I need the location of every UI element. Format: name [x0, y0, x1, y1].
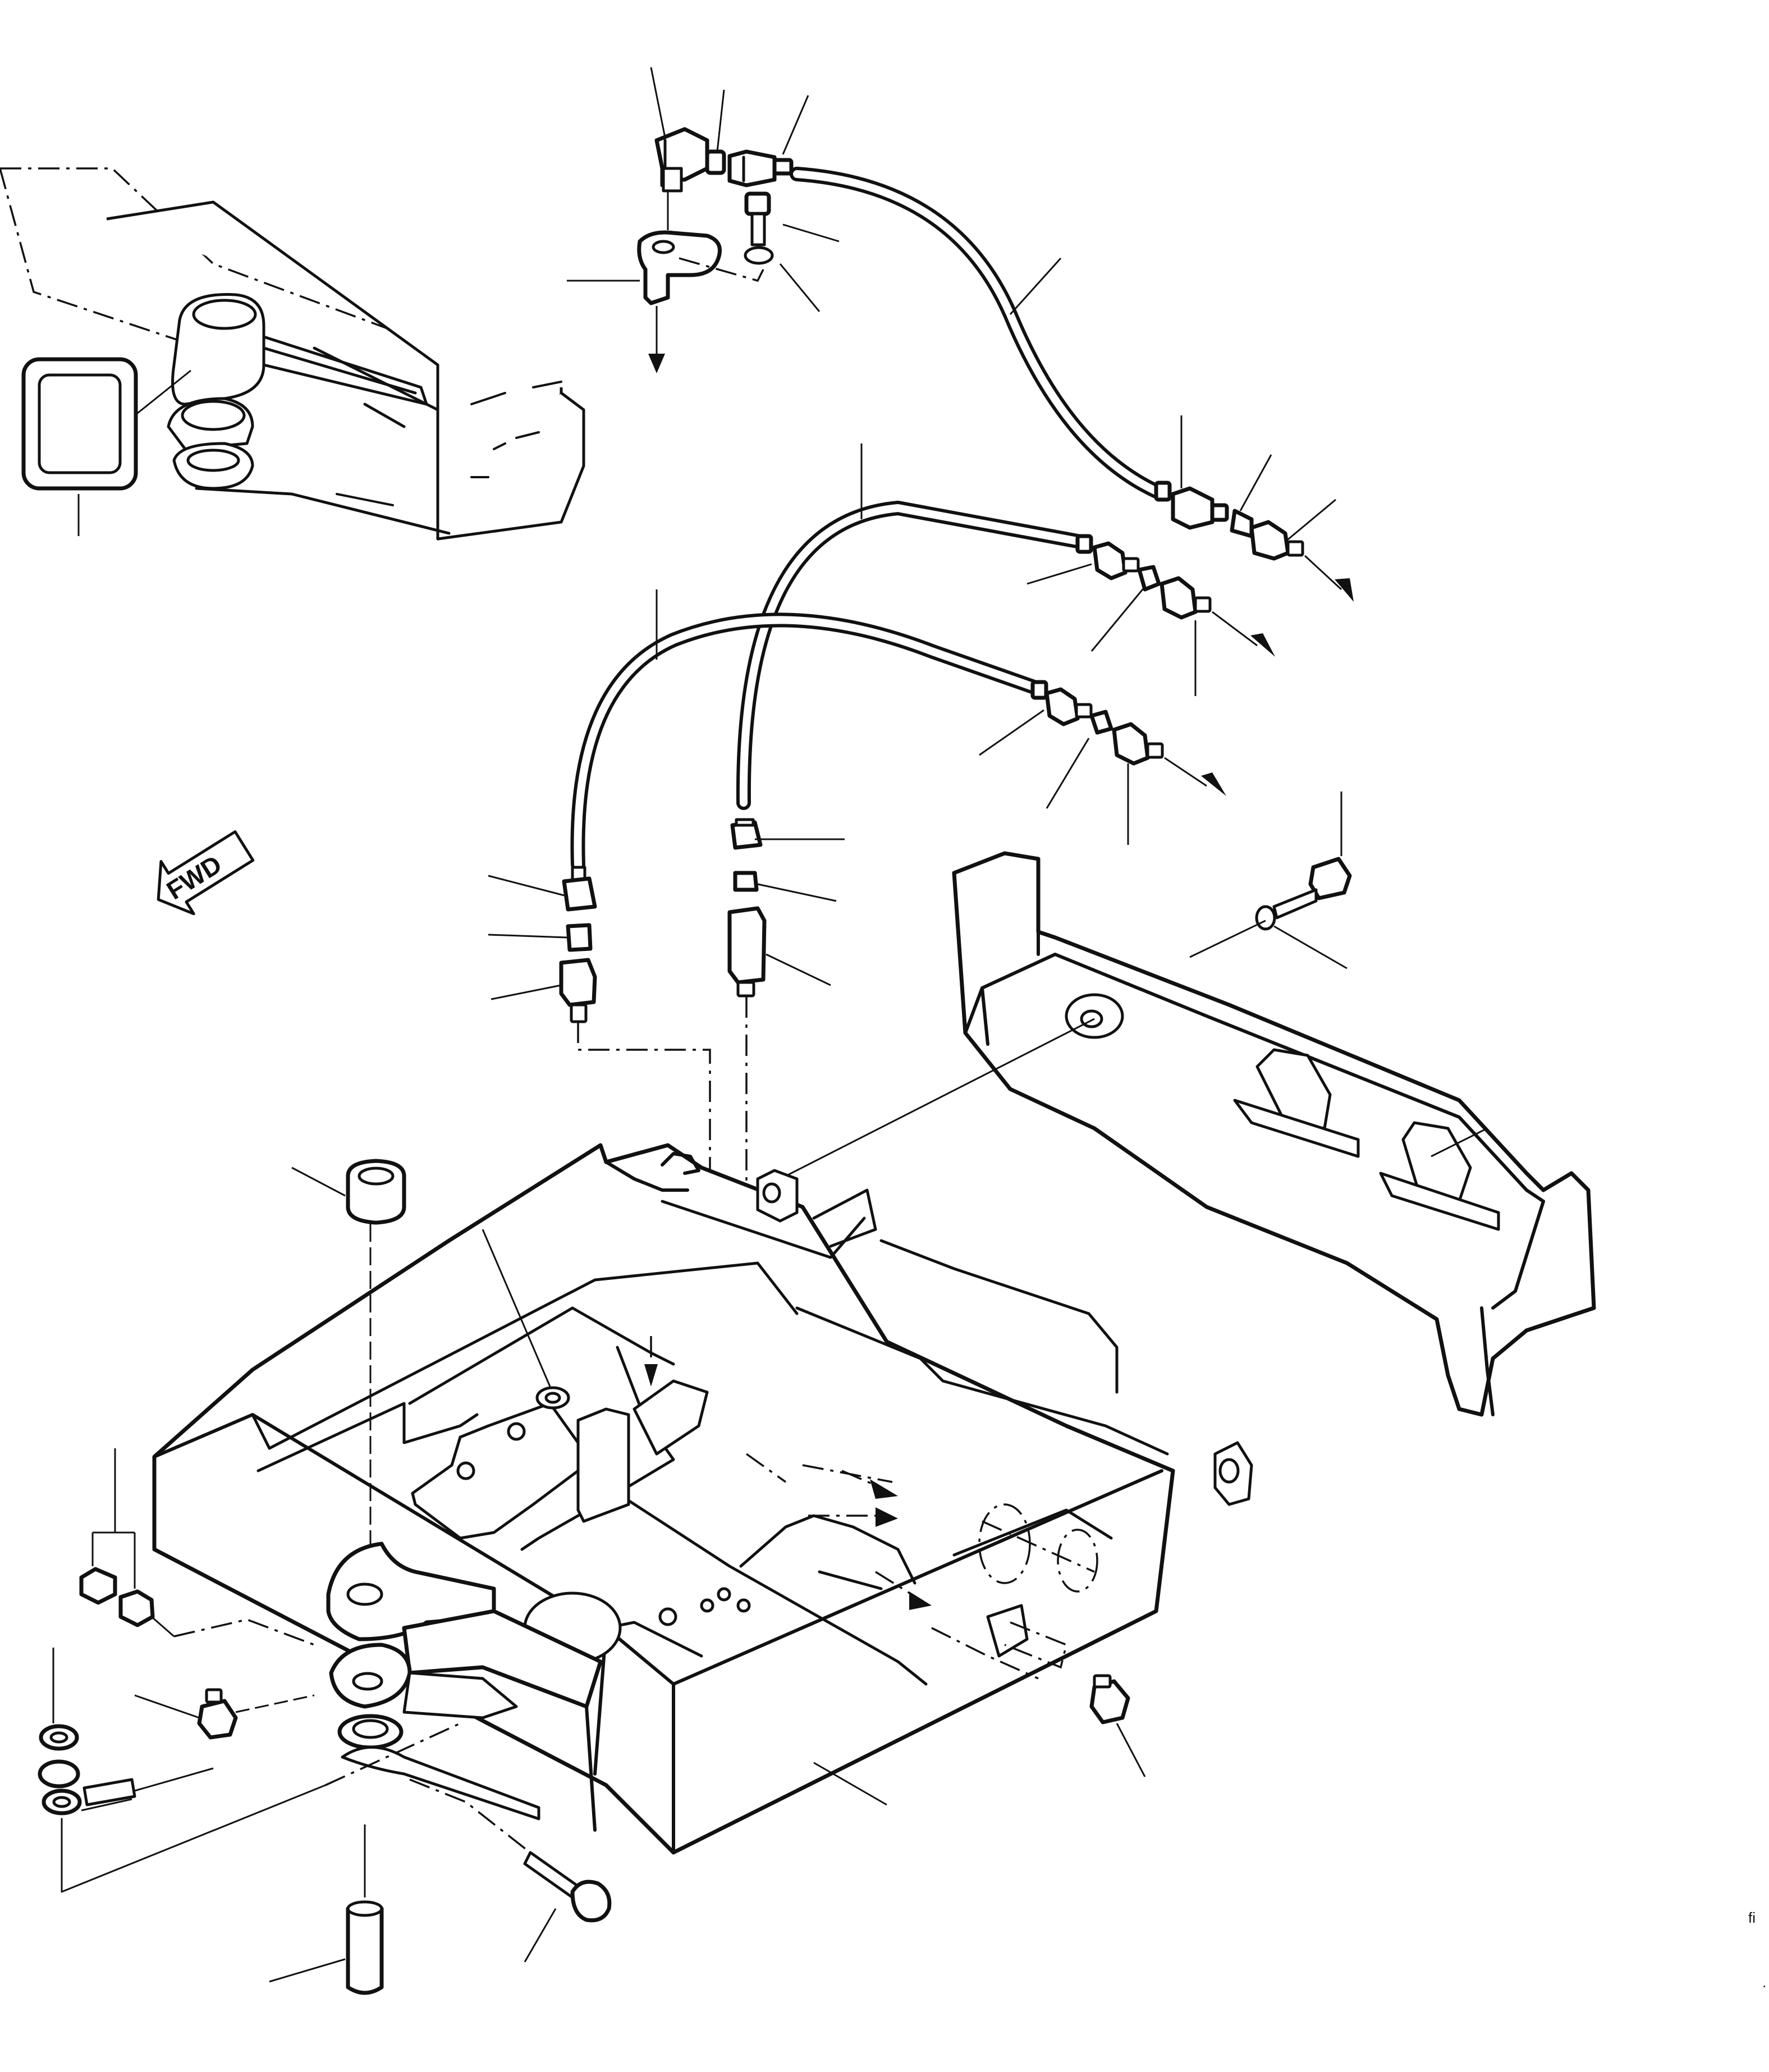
- fwd-arrow-icon: FWD: [157, 830, 255, 916]
- swing-pin-assembly: [38, 1159, 612, 1995]
- flow-arrow-icon: [870, 1479, 898, 1499]
- flow-arrow-icon: [909, 1591, 932, 1610]
- main-frame: [152, 1143, 1253, 1855]
- top-fitting-group: [567, 67, 1354, 602]
- corner-mark: fi: [1748, 1909, 1756, 1926]
- swing-bracket-assembly: [0, 167, 585, 541]
- page-dot-mark: .: [1762, 1974, 1766, 1991]
- flow-arrow-icon: [644, 1364, 658, 1387]
- flow-arrow-icon: [876, 1507, 898, 1527]
- flow-arrow-icon: [1335, 578, 1354, 602]
- flow-arrow-icon: [1250, 633, 1275, 657]
- flow-arrow-icon: [1201, 772, 1226, 796]
- counterweight-assembly: [780, 792, 1596, 1417]
- hose-pair-group: [488, 443, 1275, 1614]
- flow-arrow-icon: [648, 354, 665, 373]
